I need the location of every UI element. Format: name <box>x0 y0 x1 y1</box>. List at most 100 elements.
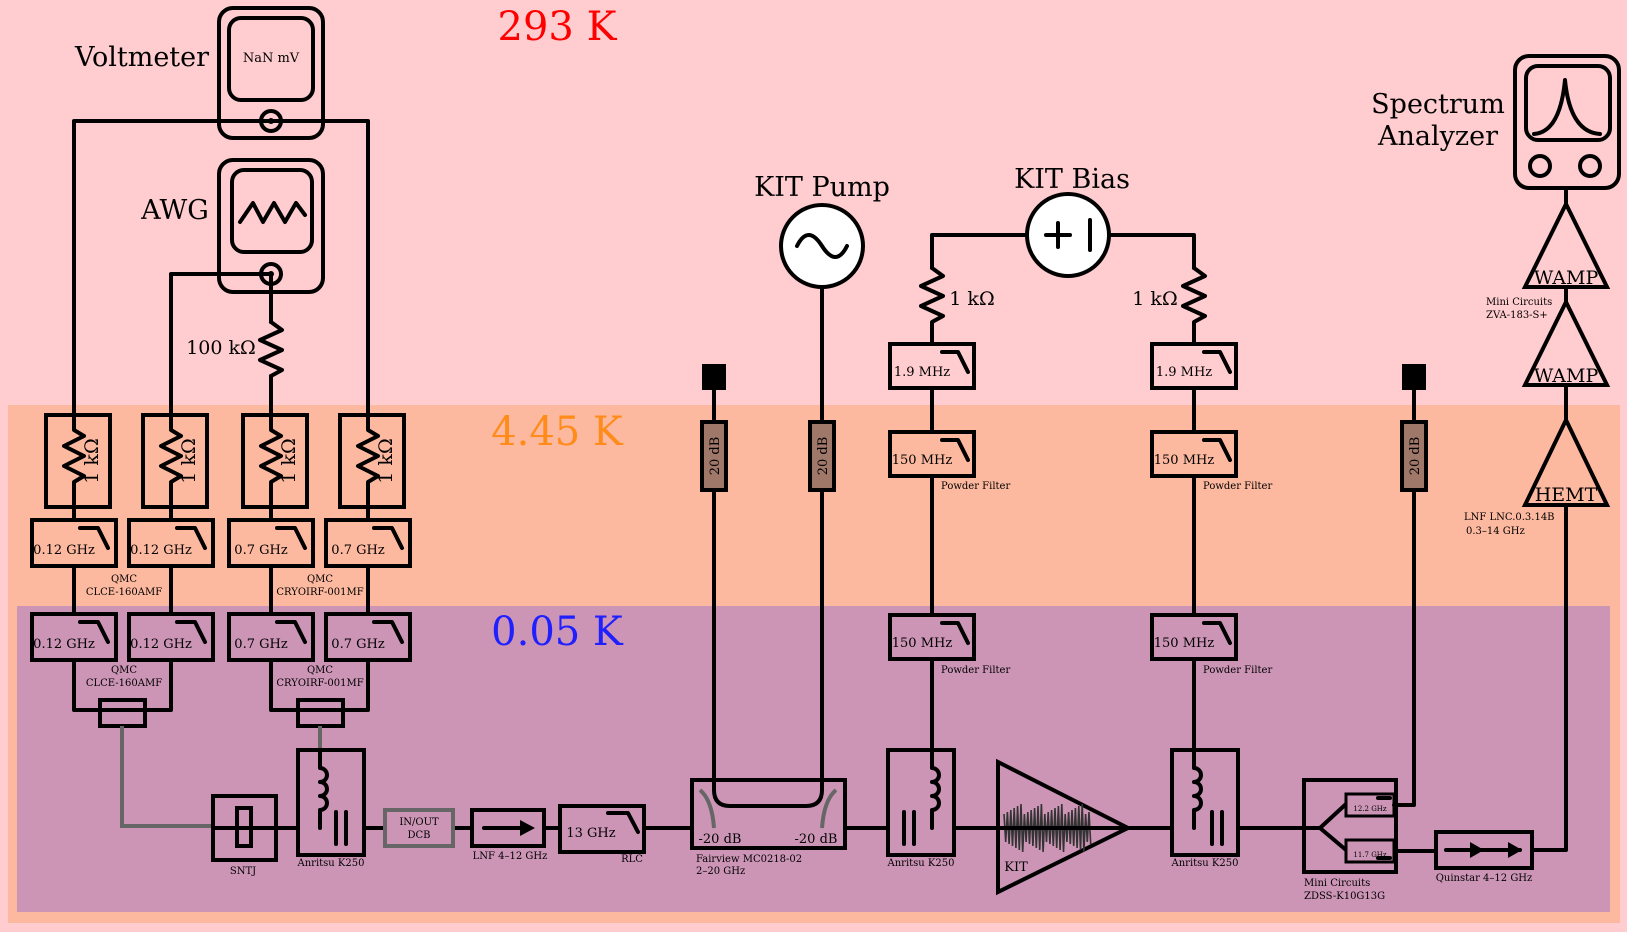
qmc-model-4k-a: CLCE-160AMF <box>86 587 162 598</box>
temp-label-4k: 4.45 K <box>491 409 624 455</box>
dc-lpf-label-1-1: 0.12 GHz <box>33 543 95 558</box>
wamp-1: WAMP <box>1521 199 1611 289</box>
bias-resistor-right-label: 1 kΩ <box>1132 288 1177 310</box>
dc-lpf-label-2-1: 0.12 GHz <box>33 637 95 652</box>
hemt-range: 0.3–14 GHz <box>1466 526 1525 537</box>
dc-resistor-box-3 <box>241 413 309 509</box>
qmc-model-4k-b: CRYOIRF-001MF <box>276 587 363 598</box>
qmc-label-4k-a: QMC <box>111 574 137 585</box>
bias-tee-1-label: Anritsu K250 <box>297 858 365 869</box>
bias-resistor-left-label: 1 kΩ <box>949 288 994 310</box>
wamp-vendor: Mini Circuits <box>1486 297 1552 308</box>
dc-filter-group: 0.12 GHz 0.12 GHz 0.7 GHz 0.7 GHz 0.12 GHz 0.… <box>30 505 412 676</box>
qmc-label-mk-a: QMC <box>111 665 137 676</box>
dc-resistor-group: 1 kΩ 1 kΩ 1 kΩ 1 kΩ <box>44 413 406 509</box>
dc-resistor-label-1: 1 kΩ <box>81 438 103 483</box>
line-2-attenuator: 20 dB <box>1400 364 1428 492</box>
dc-lpf-label-2-2: 0.12 GHz <box>130 637 192 652</box>
spectrum-analyzer-label-2: Analyzer <box>1377 121 1498 152</box>
coax-sntj <box>120 726 213 828</box>
spectrum-analyzer-label-1: Spectrum <box>1371 89 1505 120</box>
dc-resistor-4 <box>356 413 380 509</box>
temp-label-293k: 293 K <box>498 4 618 50</box>
dc-lpf-label-1-2: 0.12 GHz <box>130 543 192 558</box>
isolator <box>470 808 546 848</box>
rlc-label: RLC <box>621 854 643 865</box>
powder-filter-label-4: Powder Filter <box>1203 665 1272 676</box>
dc-lpf-label-1-4: 0.7 GHz <box>331 543 385 558</box>
rlc-filter: 13 GHz <box>558 804 646 854</box>
powder-filter-label-2: Powder Filter <box>1203 481 1272 492</box>
powder-filter-label-1: Powder Filter <box>941 481 1010 492</box>
qmc-label-mk-b: QMC <box>307 665 333 676</box>
dc-lpf-label-2-4: 0.7 GHz <box>331 637 385 652</box>
svg-text:-20 dB: -20 dB <box>795 832 838 847</box>
svg-text:-20 dB: -20 dB <box>699 832 742 847</box>
wamp-model: ZVA-183-S+ <box>1486 310 1548 321</box>
dc-lpf-label-1-3: 0.7 GHz <box>234 543 288 558</box>
dc-resistor-2 <box>159 413 183 509</box>
svg-text:HEMT: HEMT <box>1535 484 1598 506</box>
voltmeter-wire-right <box>269 119 370 417</box>
bias-tee-2 <box>886 748 956 857</box>
kit-pump-label: KIT Pump <box>754 172 890 203</box>
line-1-attenuator: 20 dB <box>700 364 728 782</box>
qmc-model-mk-b: CRYOIRF-001MF <box>276 678 363 689</box>
bias-resistor-left <box>919 266 945 346</box>
sntj <box>211 794 278 862</box>
kit-label: KIT <box>1004 860 1028 875</box>
voltmeter-label: Voltmeter <box>74 42 209 73</box>
svg-text:13 GHz: 13 GHz <box>566 826 615 841</box>
qmc-label-4k-b: QMC <box>307 574 333 585</box>
dc-resistor-box-1 <box>44 413 112 509</box>
bias-lpf-label-2-3: 150 MHz <box>1154 636 1215 651</box>
bias-resistor-right <box>1181 266 1207 346</box>
dc-resistor-box-2 <box>141 413 209 509</box>
kit-amplifier <box>996 758 1133 896</box>
diplexer-vendor: Mini Circuits <box>1304 878 1370 889</box>
dc-resistor-label-4: 1 kΩ <box>375 438 397 483</box>
coupler-model: Fairview MC0218-02 <box>696 854 802 865</box>
circulator-label: Quinstar 4–12 GHz <box>1436 873 1533 884</box>
svg-text:DCB: DCB <box>407 830 430 841</box>
bias-lpf-label-1-2: 150 MHz <box>892 453 953 468</box>
svg-text:IN/OUT: IN/OUT <box>399 817 439 828</box>
circulator <box>1434 830 1534 870</box>
bias-tee-3-label: Anritsu K250 <box>1171 858 1239 869</box>
powder-filter-label-3: Powder Filter <box>941 665 1010 676</box>
resistor-100k-label: 100 kΩ <box>186 337 256 359</box>
kit-pump-attenuator: 20 dB <box>808 285 836 782</box>
dc-resistor-1 <box>62 413 86 509</box>
voltmeter-reading: NaN mV <box>243 51 300 66</box>
hemt-model: LNF LNC.0.3.14B <box>1464 512 1555 523</box>
svg-text:20 dB: 20 dB <box>816 437 831 476</box>
kit-pump-source <box>779 203 865 289</box>
svg-text:20 dB: 20 dB <box>708 437 723 476</box>
svg-text:12.2 GHz: 12.2 GHz <box>1353 805 1387 813</box>
dc-resistor-label-3: 1 kΩ <box>278 438 300 483</box>
bias-lpf-label-2-2: 150 MHz <box>1154 453 1215 468</box>
bias-tee-2-label: Anritsu K250 <box>887 858 955 869</box>
bias-lpf-label-2-1: 1.9 MHz <box>1156 365 1212 380</box>
svg-text:11.7 GHz: 11.7 GHz <box>1353 851 1387 859</box>
dc-lpf-label-2-3: 0.7 GHz <box>234 637 288 652</box>
dc-resistor-3 <box>259 413 283 509</box>
kit-bias-label: KIT Bias <box>1014 164 1130 195</box>
coupler-range: 2–20 GHz <box>696 866 745 877</box>
sntj-label: SNTJ <box>230 866 256 877</box>
bias-tee-1 <box>296 748 366 857</box>
bias-tee-3 <box>1170 748 1240 857</box>
svg-text:WAMP: WAMP <box>1534 365 1599 387</box>
qmc-model-mk-a: CLCE-160AMF <box>86 678 162 689</box>
spectrum-analyzer <box>1513 54 1621 190</box>
dc-resistor-label-2: 1 kΩ <box>178 438 200 483</box>
kit-bias-source <box>1025 192 1111 278</box>
dc-block: IN/OUT DCB <box>383 808 455 848</box>
bias-lpf-label-1-1: 1.9 MHz <box>894 365 950 380</box>
isolator-label: LNF 4–12 GHz <box>473 851 548 862</box>
hemt-amplifier: HEMT <box>1521 415 1611 507</box>
svg-text:20 dB: 20 dB <box>1408 437 1423 476</box>
svg-text:WAMP: WAMP <box>1534 267 1599 289</box>
